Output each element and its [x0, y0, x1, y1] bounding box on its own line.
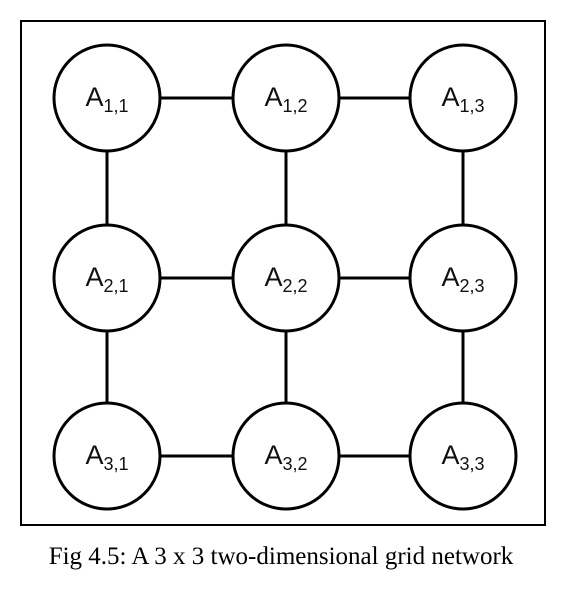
node-circle [52, 223, 162, 333]
node-A32: A3,2 [231, 401, 341, 511]
node-label: A2,1 [85, 262, 128, 296]
node-subscript: 2,2 [282, 276, 307, 296]
node-letter: A [264, 262, 282, 292]
node-subscript: 3,1 [103, 454, 128, 474]
node-circle [231, 401, 341, 511]
node-label: A3,3 [441, 440, 484, 474]
node-subscript: 1,2 [282, 96, 307, 116]
node-letter: A [85, 82, 103, 112]
node-A12: A1,2 [231, 43, 341, 153]
node-circle [52, 43, 162, 153]
node-A31: A3,1 [52, 401, 162, 511]
node-label: A3,1 [85, 440, 128, 474]
node-letter: A [441, 440, 459, 470]
node-label: A2,3 [441, 262, 484, 296]
node-A22: A2,2 [231, 223, 341, 333]
node-subscript: 3,3 [459, 454, 484, 474]
node-subscript: 3,2 [282, 454, 307, 474]
figure-caption: Fig 4.5: A 3 x 3 two-dimensional grid ne… [48, 543, 514, 570]
node-letter: A [85, 262, 103, 292]
node-A13: A1,3 [408, 43, 518, 153]
node-circle [408, 43, 518, 153]
node-circle [231, 223, 341, 333]
node-circle [231, 43, 341, 153]
node-A21: A2,1 [52, 223, 162, 333]
node-subscript: 2,3 [459, 276, 484, 296]
node-letter: A [441, 82, 459, 112]
node-circle [52, 401, 162, 511]
node-label: A1,2 [264, 82, 307, 116]
node-circle [408, 401, 518, 511]
node-letter: A [85, 440, 103, 470]
node-letter: A [264, 82, 282, 112]
node-subscript: 2,1 [103, 276, 128, 296]
node-label: A2,2 [264, 262, 307, 296]
node-A11: A1,1 [52, 43, 162, 153]
node-circle [408, 223, 518, 333]
node-letter: A [264, 440, 282, 470]
node-letter: A [441, 262, 459, 292]
node-subscript: 1,1 [103, 96, 128, 116]
node-subscript: 1,3 [459, 96, 484, 116]
node-A33: A3,3 [408, 401, 518, 511]
node-label: A3,2 [264, 440, 307, 474]
node-label: A1,1 [85, 82, 128, 116]
node-label: A1,3 [441, 82, 484, 116]
node-A23: A2,3 [408, 223, 518, 333]
